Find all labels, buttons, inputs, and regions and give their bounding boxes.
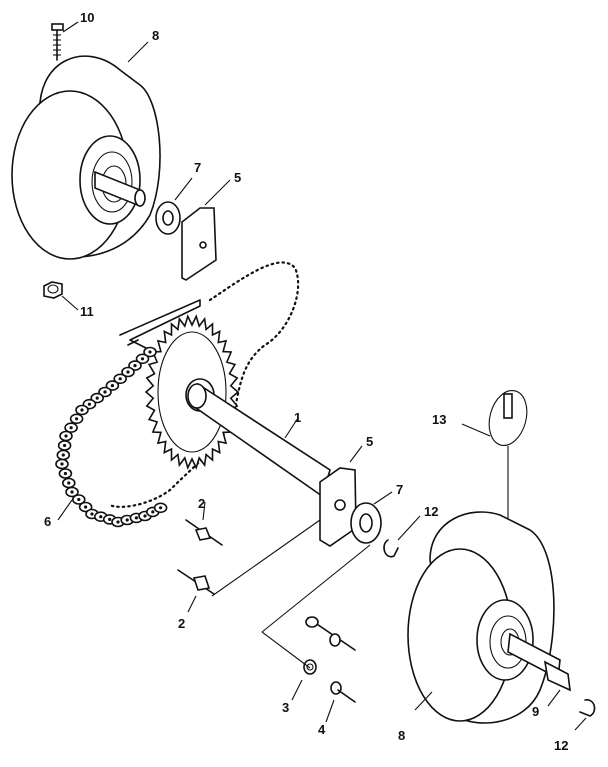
label-13: 13	[432, 412, 446, 427]
chain-pin	[99, 515, 103, 519]
chain-pin	[103, 390, 107, 394]
chain-pin	[116, 520, 120, 524]
chain-pin	[118, 377, 122, 381]
hardware-3-4	[261, 544, 371, 723]
chain-pin	[69, 426, 73, 430]
chain-pin	[125, 518, 129, 522]
label-5-top: 5	[234, 170, 241, 185]
spacer-part	[543, 660, 571, 707]
bracket-top	[181, 179, 231, 281]
chain-pin	[108, 517, 112, 522]
chain-pin	[143, 514, 147, 518]
chain-pin	[80, 408, 84, 412]
chain-pin	[61, 453, 65, 457]
label-3: 3	[282, 700, 289, 715]
washer-top	[155, 177, 193, 235]
chain-pin	[159, 506, 163, 510]
label-4: 4	[318, 722, 326, 737]
label-2-lower: 2	[178, 616, 185, 631]
hardware-2-upper	[185, 501, 223, 546]
chain-pin	[87, 402, 91, 406]
chain-pin	[126, 370, 130, 374]
chain-pin	[63, 443, 67, 448]
chain-pin	[70, 490, 74, 494]
chain-pin	[95, 396, 99, 400]
nut-part	[43, 281, 79, 311]
chain-pin	[60, 462, 64, 466]
label-5-mid: 5	[366, 434, 373, 449]
chain-pin	[77, 497, 81, 502]
washer-mid	[350, 491, 393, 544]
bracket-mid	[319, 445, 363, 547]
clip-mid	[383, 515, 421, 558]
label-8-top: 8	[152, 28, 159, 43]
chain-pin	[75, 417, 79, 421]
chain-pin	[148, 350, 152, 354]
top-wheel	[11, 41, 161, 260]
label-12-bottom: 12	[554, 738, 568, 753]
label-9: 9	[532, 704, 539, 719]
chain-pin	[134, 516, 138, 520]
label-6: 6	[44, 514, 51, 529]
label-10: 10	[80, 10, 94, 25]
drive-chain	[55, 346, 168, 528]
label-12-mid: 12	[424, 504, 438, 519]
label-8-bottom: 8	[398, 728, 405, 743]
chain-guide-dotted	[108, 261, 300, 508]
chain-pin	[64, 434, 68, 438]
label-1: 1	[294, 410, 301, 425]
label-11: 11	[80, 304, 94, 319]
label-7-top: 7	[194, 160, 201, 175]
chain-pin	[63, 471, 67, 476]
chain-pin	[90, 512, 94, 516]
chain-pin	[84, 505, 88, 509]
hardware-2-lower	[177, 519, 321, 613]
chain-pin	[151, 510, 155, 514]
bottom-wheel	[407, 511, 561, 724]
chain-pin	[133, 364, 137, 368]
clip-bottom	[574, 699, 596, 731]
frame-plate	[119, 299, 201, 351]
chain-pin	[110, 384, 114, 388]
label-2-upper: 2	[198, 496, 205, 511]
chain-pin	[67, 481, 71, 485]
chain-pin	[140, 357, 145, 361]
bolt-part	[51, 21, 79, 61]
label-7-mid: 7	[396, 482, 403, 497]
